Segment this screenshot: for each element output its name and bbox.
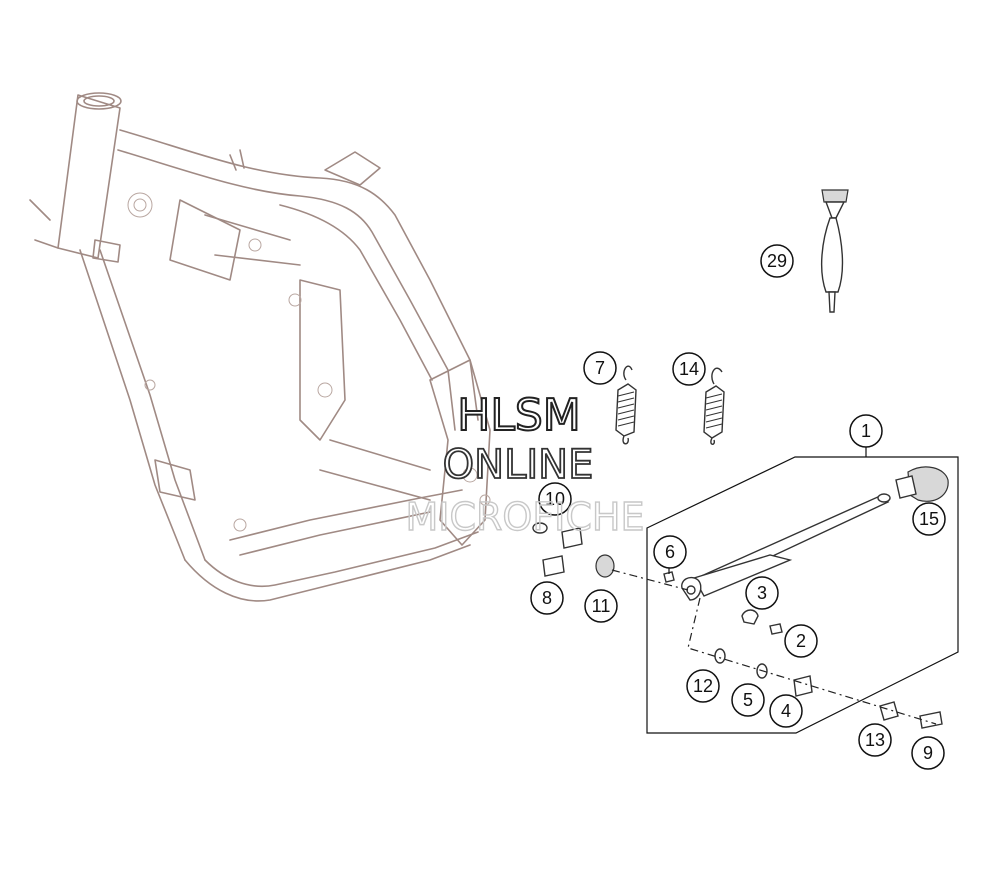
part-15-foot	[895, 466, 949, 502]
callout-8: 8	[530, 581, 564, 615]
part-8-screw	[542, 555, 565, 577]
callout-9: 9	[911, 736, 945, 770]
part-7-spring	[615, 365, 637, 445]
callout-14: 14	[672, 352, 706, 386]
callout-2-label: 2	[796, 631, 806, 651]
watermark: HLSM ONLINE MICROFICHE	[405, 389, 645, 540]
callout-6: 6	[653, 535, 687, 569]
assembly-axis-upper	[611, 569, 689, 591]
callout-14-label: 14	[679, 359, 699, 379]
callout-4: 4	[769, 694, 803, 728]
callout-11-label: 11	[592, 596, 611, 616]
callout-10: 10	[538, 482, 572, 516]
part-10-screw	[561, 527, 583, 549]
callout-15-label: 15	[919, 509, 939, 529]
callout-8-label: 8	[542, 588, 552, 608]
callout-2: 2	[784, 624, 818, 658]
part-10-ring	[532, 522, 548, 534]
part-4-bushing	[793, 675, 813, 697]
part-2-bolt	[769, 623, 783, 635]
callout-13: 13	[858, 723, 892, 757]
callout-11: 11	[584, 589, 618, 623]
callout-5: 5	[731, 683, 765, 717]
callout-13-label: 13	[865, 730, 885, 750]
watermark-line-2: ONLINE	[443, 442, 594, 488]
callout-1-label: 1	[861, 421, 871, 441]
part-29-tool	[821, 189, 849, 313]
part-1-side-stand	[681, 493, 891, 601]
callout-10-label: 10	[545, 489, 565, 509]
callout-7-label: 7	[595, 358, 605, 378]
callout-4-label: 4	[781, 701, 791, 721]
callout-3: 3	[745, 576, 779, 610]
callout-15: 15	[912, 502, 946, 536]
callout-6-label: 6	[665, 542, 675, 562]
callout-7: 7	[583, 351, 617, 385]
part-14-spring	[703, 367, 725, 445]
kit-outline	[646, 456, 959, 734]
part-12-washer	[714, 648, 726, 664]
callout-29-label: 29	[767, 251, 787, 271]
callout-5-label: 5	[743, 690, 753, 710]
part-3-spring-clip	[741, 609, 759, 625]
part-13-nut	[879, 701, 899, 721]
callout-29: 29	[760, 244, 794, 278]
callout-12-label: 12	[693, 676, 713, 696]
callout-1: 1	[849, 414, 883, 448]
assembly-axis-vertical	[687, 597, 937, 725]
callout-12: 12	[686, 669, 720, 703]
watermark-line-1: HLSM	[457, 390, 581, 441]
part-11-washer	[595, 554, 615, 578]
callout-9-label: 9	[923, 743, 933, 763]
part-9-bolt	[919, 711, 943, 729]
callout-3-label: 3	[757, 583, 767, 603]
motorcycle-frame	[29, 92, 491, 602]
watermark-line-3: MICROFICHE	[405, 495, 644, 539]
